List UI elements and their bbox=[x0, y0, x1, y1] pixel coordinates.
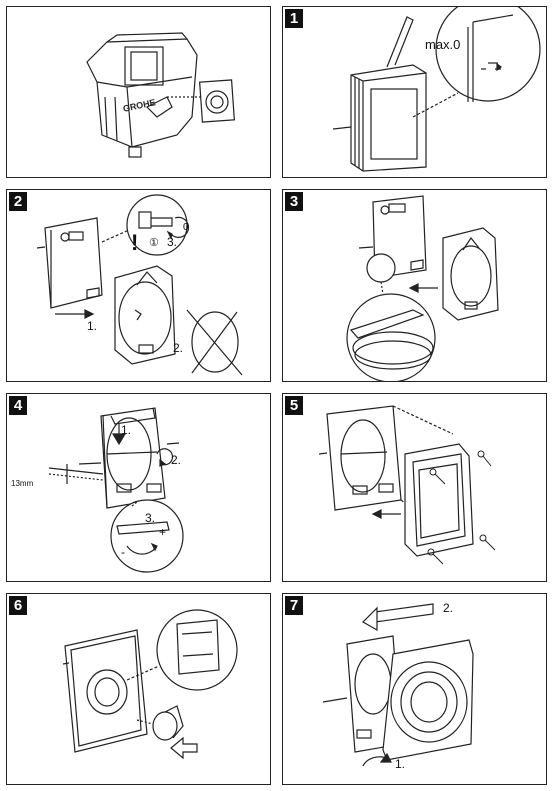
step-2-label: 2. bbox=[443, 601, 453, 615]
panel-step-1: 1 max.0 bbox=[282, 6, 547, 178]
step-number-badge: 6 bbox=[9, 596, 27, 615]
step-2-illustration: 1. 2. 3. ① 0 ! bbox=[36, 194, 243, 376]
panel-step-6: 6 bbox=[6, 593, 271, 785]
step-4-illustration: 1. 2. 3. 13mm + - bbox=[11, 407, 184, 573]
step-number-badge: 2 bbox=[9, 192, 27, 211]
step-2-label: 2. bbox=[171, 453, 181, 467]
panel-step-7: 7 1. 2. bbox=[282, 593, 547, 785]
step-5-illustration bbox=[318, 405, 496, 565]
panel-step-3: 3 bbox=[282, 189, 547, 382]
step-2-label: 2. bbox=[173, 341, 183, 355]
zero-label: 0 bbox=[183, 222, 189, 233]
panel-overview: GROHE bbox=[6, 6, 271, 178]
step-number-badge: 5 bbox=[285, 396, 303, 415]
panel-step-5: 5 bbox=[282, 393, 547, 582]
step-number-badge: 3 bbox=[285, 192, 303, 211]
step-number-badge: 4 bbox=[9, 396, 27, 415]
cistern-illustration: GROHE bbox=[86, 32, 235, 158]
step-1-illustration: max.0 bbox=[332, 7, 541, 172]
minus-label: - bbox=[121, 545, 125, 559]
plus-label: + bbox=[159, 525, 166, 539]
panel-step-2: 2 1. 2. 3. bbox=[6, 189, 271, 382]
circled-one-label: ① bbox=[149, 237, 159, 249]
step-1-label: 1. bbox=[121, 423, 131, 437]
step-6-illustration bbox=[62, 609, 238, 760]
step-3-label: 3. bbox=[167, 235, 177, 249]
step-number-badge: 1 bbox=[285, 9, 303, 28]
step-1-label: 1. bbox=[87, 319, 97, 333]
step-7-illustration: 1. 2. bbox=[322, 601, 474, 771]
panel-step-4: 4 1. 2. 3. bbox=[6, 393, 271, 582]
dimension-label: 13mm bbox=[11, 479, 34, 488]
step-3-illustration bbox=[346, 195, 499, 381]
step-number-badge: 7 bbox=[285, 596, 303, 615]
step-3-label: 3. bbox=[145, 511, 155, 525]
max-label: max.0 bbox=[425, 37, 460, 52]
warning-mark: ! bbox=[131, 230, 138, 255]
step-1-label: 1. bbox=[395, 757, 405, 771]
